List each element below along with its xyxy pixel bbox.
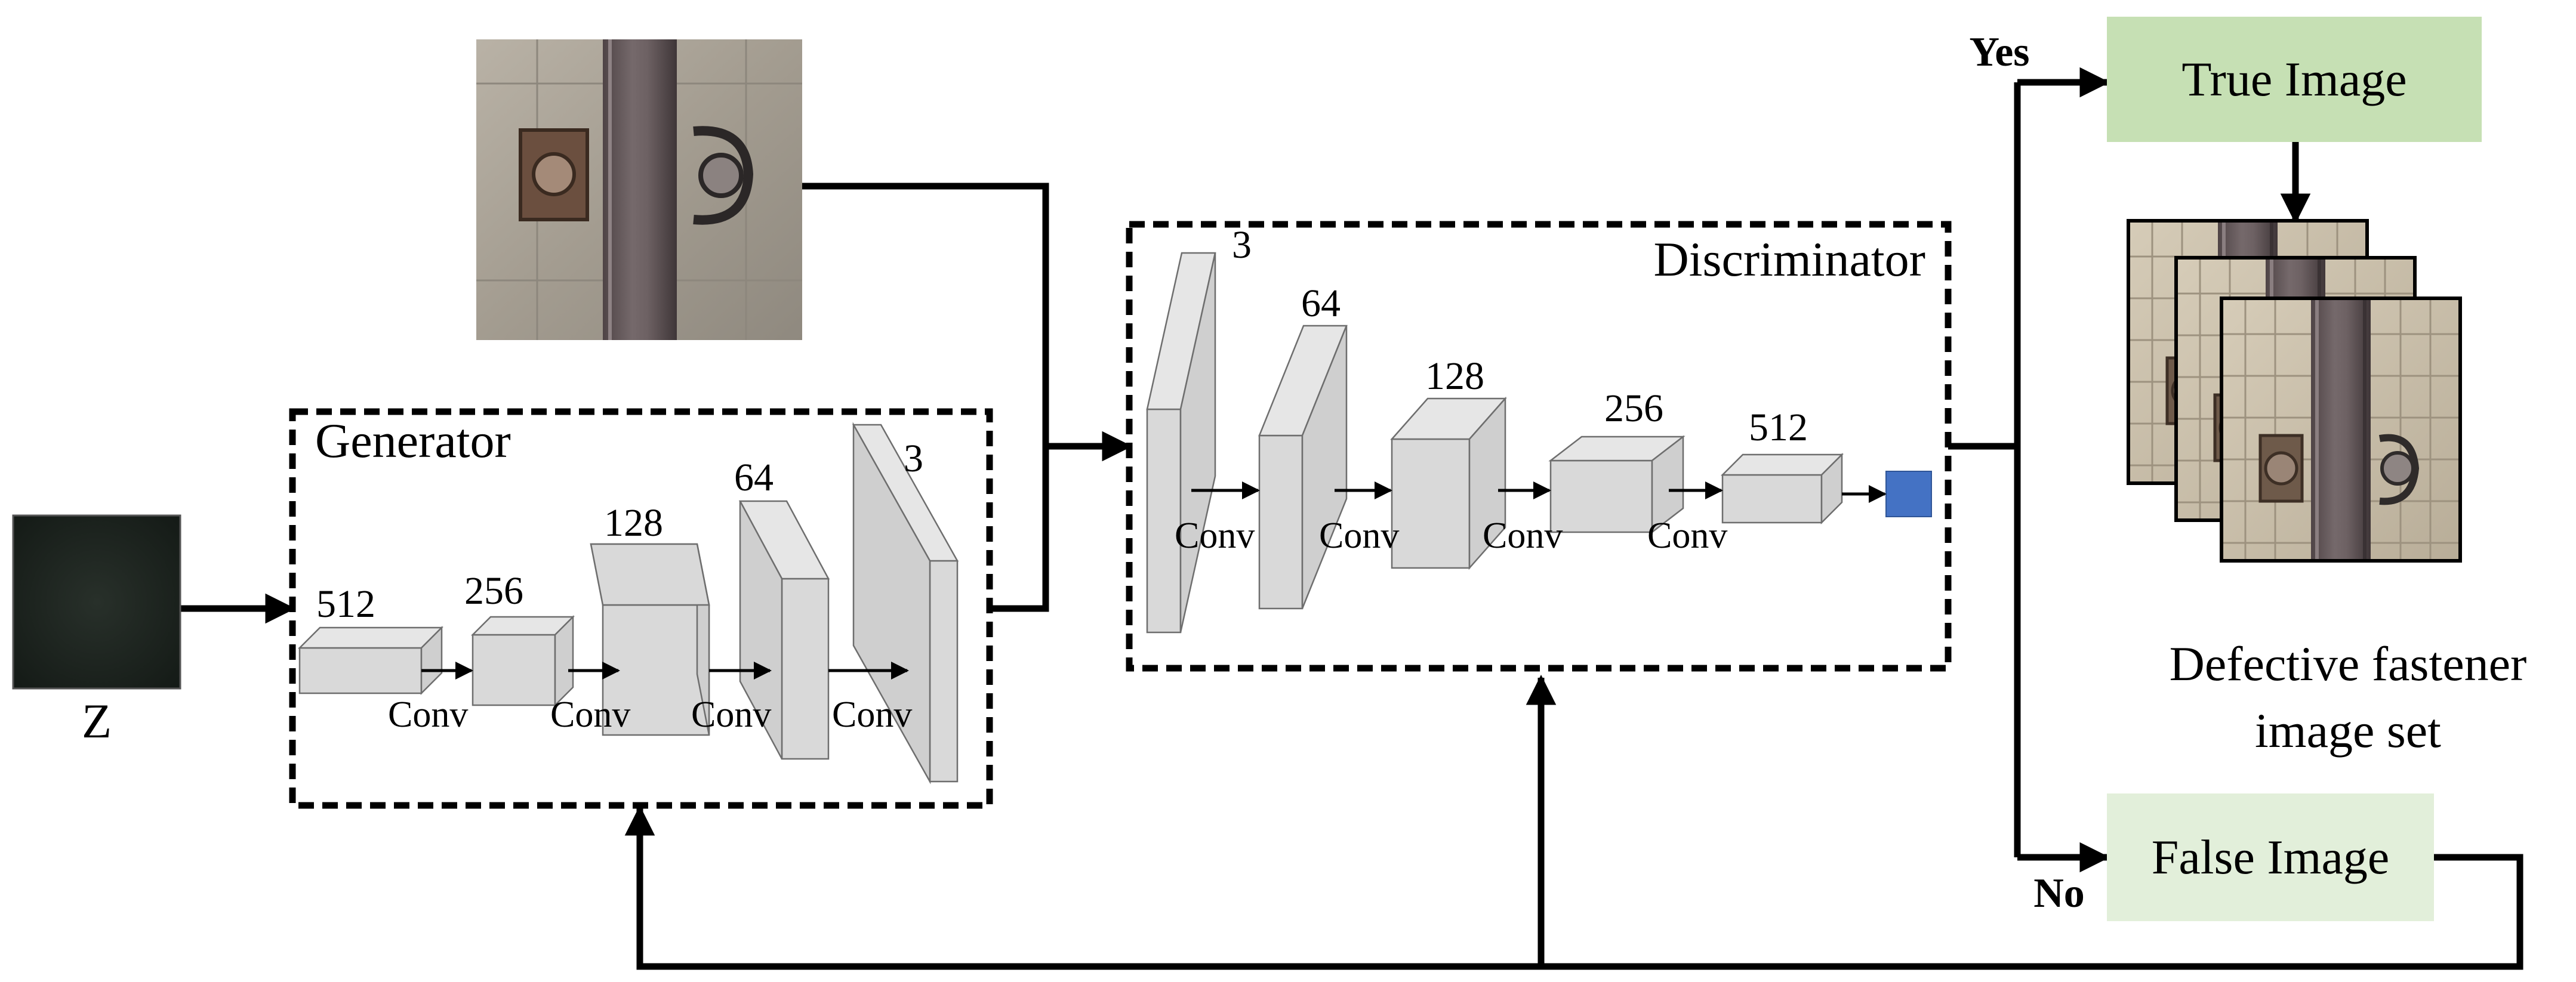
gen-layer-label: 128 [604, 501, 663, 545]
false-image-box [2107, 793, 2434, 921]
disc-layer-label: 128 [1425, 354, 1484, 398]
real-fastener-image [476, 39, 802, 340]
disc-layer-64: 64 [1258, 282, 1348, 610]
disc-layer-256: 256 [1548, 387, 1686, 534]
disc-layer-label: 3 [1232, 223, 1252, 267]
gen-conv-label: Conv [832, 694, 912, 735]
disc-conv-label: Conv [1319, 515, 1399, 556]
noise-label: Z [82, 694, 112, 748]
disc-conv-label: Conv [1175, 515, 1255, 556]
disc-output-unit [1885, 471, 1932, 517]
true-image-label: True Image [2181, 52, 2406, 106]
disc-layer-label: 512 [1749, 406, 1808, 449]
disc-layer-128: 128 [1390, 354, 1507, 570]
disc-layer-512: 512 [1720, 406, 1844, 525]
image-set-label-line1: Defective fastener [2170, 637, 2527, 691]
discriminator-title: Discriminator [1654, 232, 1925, 286]
gen-conv-label: Conv [550, 694, 630, 735]
gen-layer-label: 64 [734, 456, 774, 499]
true-image-box [2107, 17, 2482, 142]
yes-label: Yes [1969, 29, 2029, 75]
gen-layer-3: 3 [852, 422, 959, 785]
discriminator-box [1126, 221, 1952, 672]
false-image-label: False Image [2152, 830, 2389, 884]
noise-image [12, 514, 181, 690]
disc-layer-3: 3 [1146, 223, 1252, 634]
disc-conv-label: Conv [1647, 515, 1727, 556]
gen-layer-label: 256 [464, 569, 523, 613]
generator-box [289, 408, 993, 809]
gen-layer-128: 128 [590, 501, 710, 736]
gen-conv-label: Conv [691, 694, 771, 735]
gen-layer-256: 256 [464, 569, 575, 708]
gen-layer-label: 3 [904, 437, 923, 480]
defective-image-set [2128, 221, 2460, 561]
gen-layer-512: 512 [297, 582, 444, 696]
generator-title: Generator [315, 413, 511, 468]
disc-layer-label: 256 [1604, 387, 1663, 430]
disc-layer-label: 64 [1301, 282, 1341, 325]
no-label: No [2033, 870, 2085, 916]
image-set-label-line2: image set [2255, 703, 2441, 758]
gen-layer-64: 64 [734, 456, 830, 760]
gen-conv-label: Conv [388, 694, 468, 735]
disc-conv-label: Conv [1483, 515, 1563, 556]
gen-layer-label: 512 [316, 582, 375, 626]
